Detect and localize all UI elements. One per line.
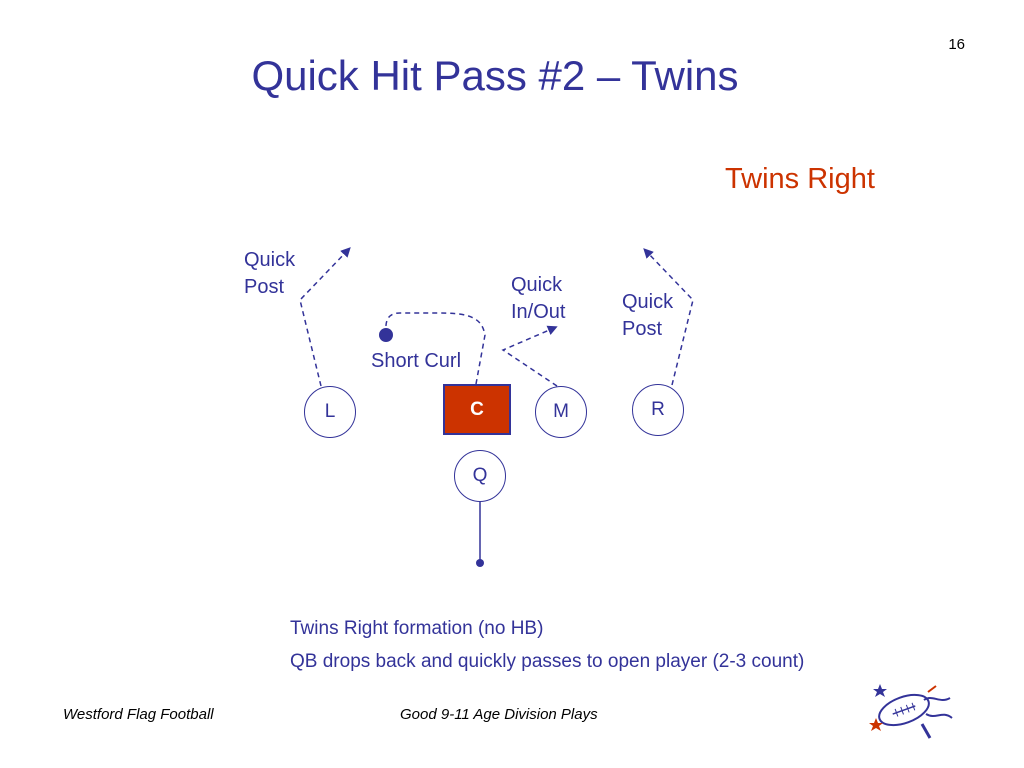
- route-label-middle-line1: Quick: [511, 274, 563, 296]
- slide-number: 16: [948, 36, 965, 53]
- note-qb-instructions: QB drops back and quickly passes to open…: [290, 651, 805, 672]
- wff-logo-icon: [869, 684, 953, 739]
- player-middle-receiver: M: [535, 386, 587, 438]
- route-label-middle: Quick In/Out: [511, 272, 565, 326]
- route-label-left-line2: Post: [244, 276, 285, 298]
- curl-endpoint: [379, 328, 393, 342]
- route-label-short-curl: Short Curl: [371, 350, 462, 372]
- formation-label: Twins Right: [725, 163, 875, 195]
- footer-subtitle: Good 9-11 Age Division Plays: [400, 706, 598, 723]
- note-formation: Twins Right formation (no HB): [290, 618, 544, 639]
- player-quarterback: Q: [454, 450, 506, 502]
- route-middle-quick-in-out: [501, 325, 558, 387]
- route-label-right-line2: Post: [622, 318, 663, 340]
- player-left-receiver: L: [304, 386, 356, 438]
- route-left-quick-post: [299, 247, 351, 387]
- route-right-quick-post: [643, 248, 694, 386]
- qb-dropback-endpoint: [476, 559, 484, 567]
- route-label-left: Quick Post: [244, 247, 295, 301]
- route-label-left-line1: Quick: [244, 249, 296, 271]
- footer-organization: Westford Flag Football: [63, 706, 214, 723]
- route-center-short-curl: [385, 312, 486, 385]
- player-center: C: [443, 384, 511, 435]
- route-label-middle-line2: In/Out: [511, 301, 566, 323]
- route-label-right: Quick Post: [622, 289, 673, 343]
- route-label-right-line1: Quick: [622, 291, 674, 313]
- slide-title: Quick Hit Pass #2 – Twins: [251, 52, 739, 99]
- player-right-receiver: R: [632, 384, 684, 436]
